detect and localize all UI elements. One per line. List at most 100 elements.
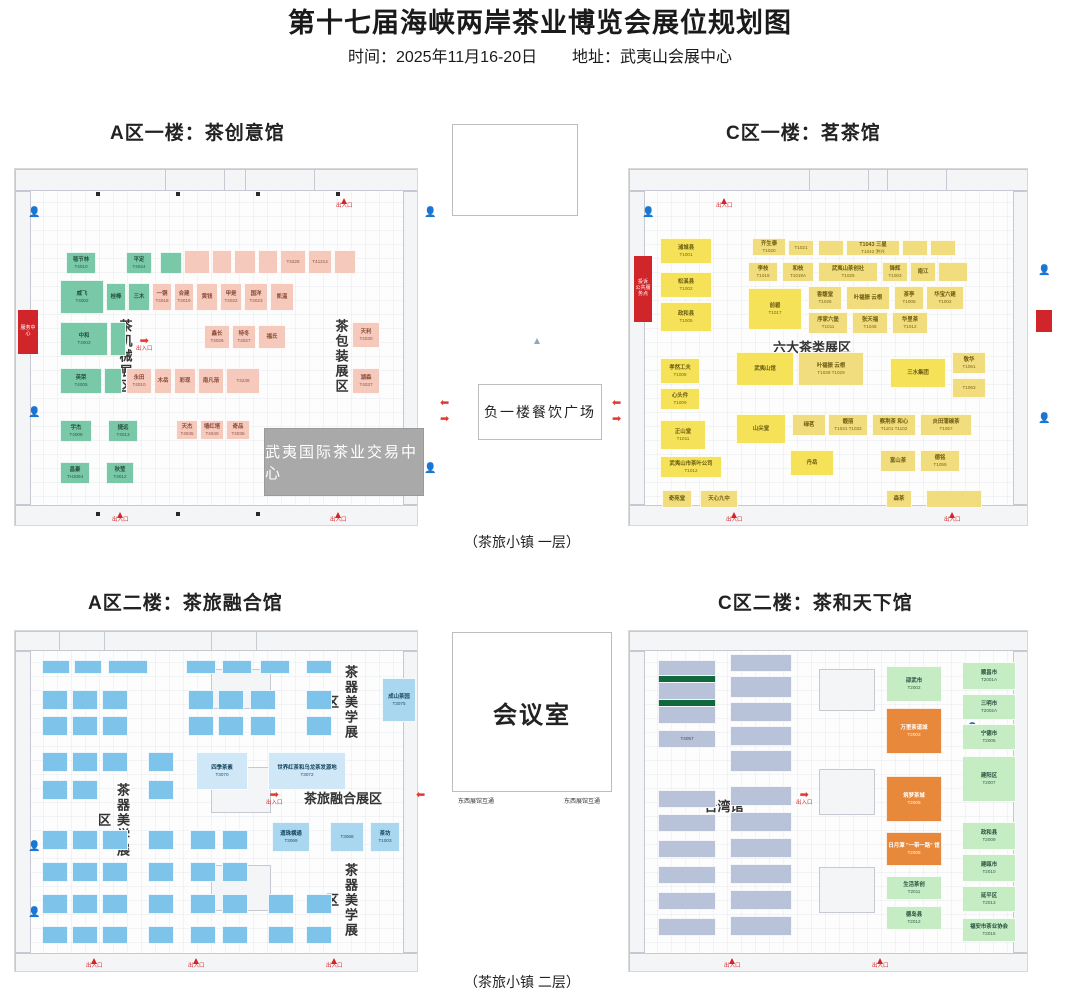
booth[interactable] xyxy=(218,690,244,710)
exit-marker-a1-top[interactable]: 出入口 xyxy=(336,198,353,210)
booth[interactable] xyxy=(730,890,792,910)
booth[interactable] xyxy=(268,894,294,914)
booth[interactable] xyxy=(108,660,148,674)
booth[interactable] xyxy=(148,862,174,882)
exit-marker-a2-b3[interactable]: 出入口 xyxy=(326,958,343,970)
booth[interactable] xyxy=(42,716,68,736)
booth[interactable] xyxy=(658,706,716,724)
booth[interactable] xyxy=(730,750,792,772)
booth[interactable] xyxy=(102,862,128,882)
booth[interactable] xyxy=(730,838,792,858)
booth[interactable] xyxy=(730,726,792,746)
booth[interactable] xyxy=(926,490,982,508)
booth[interactable]: 山尖堂 xyxy=(736,414,786,444)
booth[interactable] xyxy=(258,250,278,274)
booth[interactable] xyxy=(222,926,248,944)
booth[interactable]: 福氏 xyxy=(258,325,286,349)
booth[interactable]: 富山茶 xyxy=(880,450,916,472)
booth[interactable] xyxy=(190,894,216,914)
booth[interactable]: 南江 xyxy=(910,262,936,282)
booth[interactable] xyxy=(334,250,356,274)
booth[interactable] xyxy=(260,660,290,674)
booth[interactable] xyxy=(184,250,210,274)
booth[interactable]: 武夷山馆 xyxy=(736,352,794,386)
entrance-marker-c1-bottom[interactable]: 出入口 xyxy=(726,512,743,524)
booth[interactable]: 凯温 xyxy=(270,283,294,311)
booth[interactable] xyxy=(72,780,98,800)
booth[interactable] xyxy=(222,862,248,882)
entrance-marker-c2-mid[interactable]: ➡ 出入口 xyxy=(796,790,813,807)
exit-marker-a2-b2[interactable]: 出入口 xyxy=(188,958,205,970)
booth[interactable] xyxy=(148,894,174,914)
booth[interactable] xyxy=(148,780,174,800)
booth[interactable]: 森茶 xyxy=(886,490,912,508)
booth[interactable] xyxy=(658,918,716,936)
booth[interactable] xyxy=(930,240,956,256)
booth[interactable]: 木岳 xyxy=(154,368,172,394)
booth[interactable] xyxy=(250,716,276,736)
booth[interactable] xyxy=(102,830,128,850)
booth[interactable] xyxy=(42,862,68,882)
booth[interactable] xyxy=(658,866,716,884)
booth[interactable]: 黄钱 xyxy=(196,283,218,311)
booth[interactable] xyxy=(222,660,252,674)
booth[interactable] xyxy=(102,926,128,944)
booth[interactable] xyxy=(72,862,98,882)
booth[interactable] xyxy=(658,790,716,808)
booth[interactable] xyxy=(190,862,216,882)
booth[interactable]: T3068 xyxy=(330,822,364,852)
booth[interactable] xyxy=(72,926,98,944)
booth[interactable] xyxy=(658,660,716,676)
booth[interactable] xyxy=(234,250,256,274)
booth[interactable] xyxy=(102,894,128,914)
booth[interactable] xyxy=(102,716,128,736)
booth[interactable]: 桂棒 xyxy=(106,283,126,311)
booth[interactable] xyxy=(218,716,244,736)
booth[interactable]: T4228 xyxy=(280,250,306,274)
booth[interactable] xyxy=(306,716,332,736)
exit-marker-a1-bottom-left[interactable]: 出入口 xyxy=(112,512,129,524)
booth[interactable] xyxy=(730,864,792,884)
booth[interactable] xyxy=(902,240,928,256)
